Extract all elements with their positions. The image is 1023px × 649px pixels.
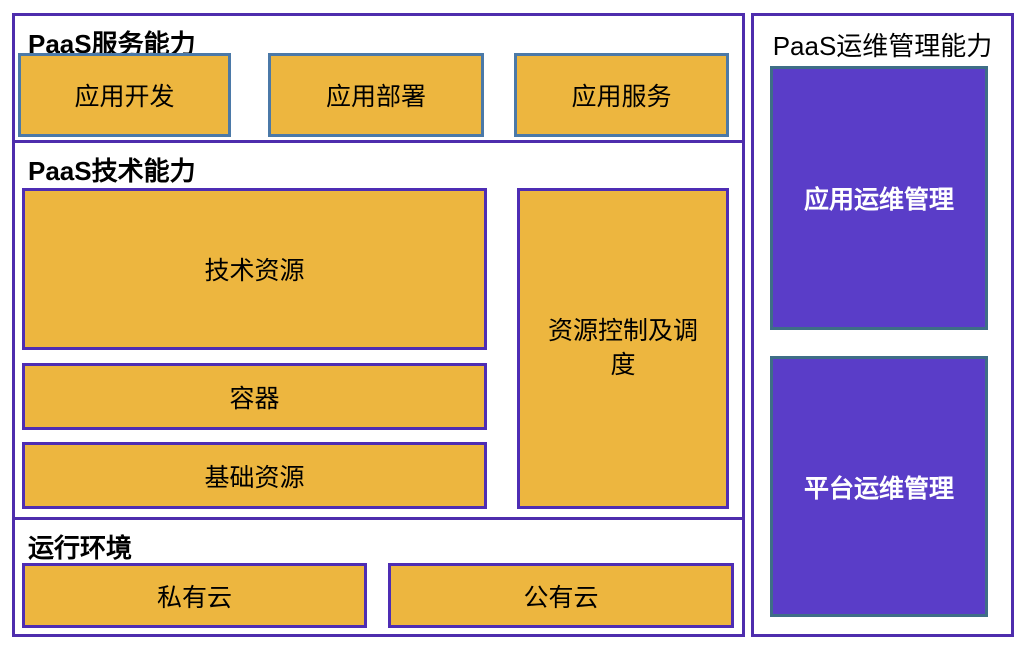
box-basic-resources: 基础资源 [22,442,487,509]
box-platform-ops-management-label: 平台运维管理 [803,474,954,503]
box-private-cloud-label: 私有云 [156,583,232,612]
box-resource-control-scheduling: 资源控制及调度 [517,188,729,509]
box-app-deployment-label: 应用部署 [325,83,426,111]
box-container-label: 容器 [229,384,280,413]
box-platform-ops-management: 平台运维管理 [770,356,988,617]
box-private-cloud: 私有云 [22,563,367,628]
box-app-development: 应用开发 [18,53,231,137]
box-public-cloud-label: 公有云 [523,583,599,612]
section-title-paas-technical: PaaS技术能力 [28,156,196,186]
box-app-ops-management: 应用运维管理 [770,66,988,330]
box-technical-resources-label: 技术资源 [204,257,305,285]
box-app-development-label: 应用开发 [74,83,175,111]
box-public-cloud: 公有云 [388,563,734,628]
box-app-deployment: 应用部署 [268,53,484,137]
box-container: 容器 [22,363,487,430]
section-runtime-environment: 运行环境 私有云 公有云 [12,517,745,637]
section-paas-technical-capability: PaaS技术能力 技术资源 容器 基础资源 资源控制及调度 [12,140,745,520]
panel-paas-ops-management: PaaS运维管理能力 应用运维管理 平台运维管理 [751,13,1014,637]
box-app-service-label: 应用服务 [571,83,672,111]
panel-title-paas-ops-management: PaaS运维管理能力 [772,31,993,61]
section-title-runtime-environment: 运行环境 [28,533,133,563]
box-app-service: 应用服务 [514,53,729,137]
section-paas-service-capability: PaaS服务能力 应用开发 应用部署 应用服务 [12,13,745,143]
box-app-ops-management-label: 应用运维管理 [803,186,954,214]
box-basic-resources-label: 基础资源 [204,463,305,492]
box-resource-control-scheduling-label: 资源控制及调度 [547,316,698,379]
box-technical-resources: 技术资源 [22,188,487,350]
